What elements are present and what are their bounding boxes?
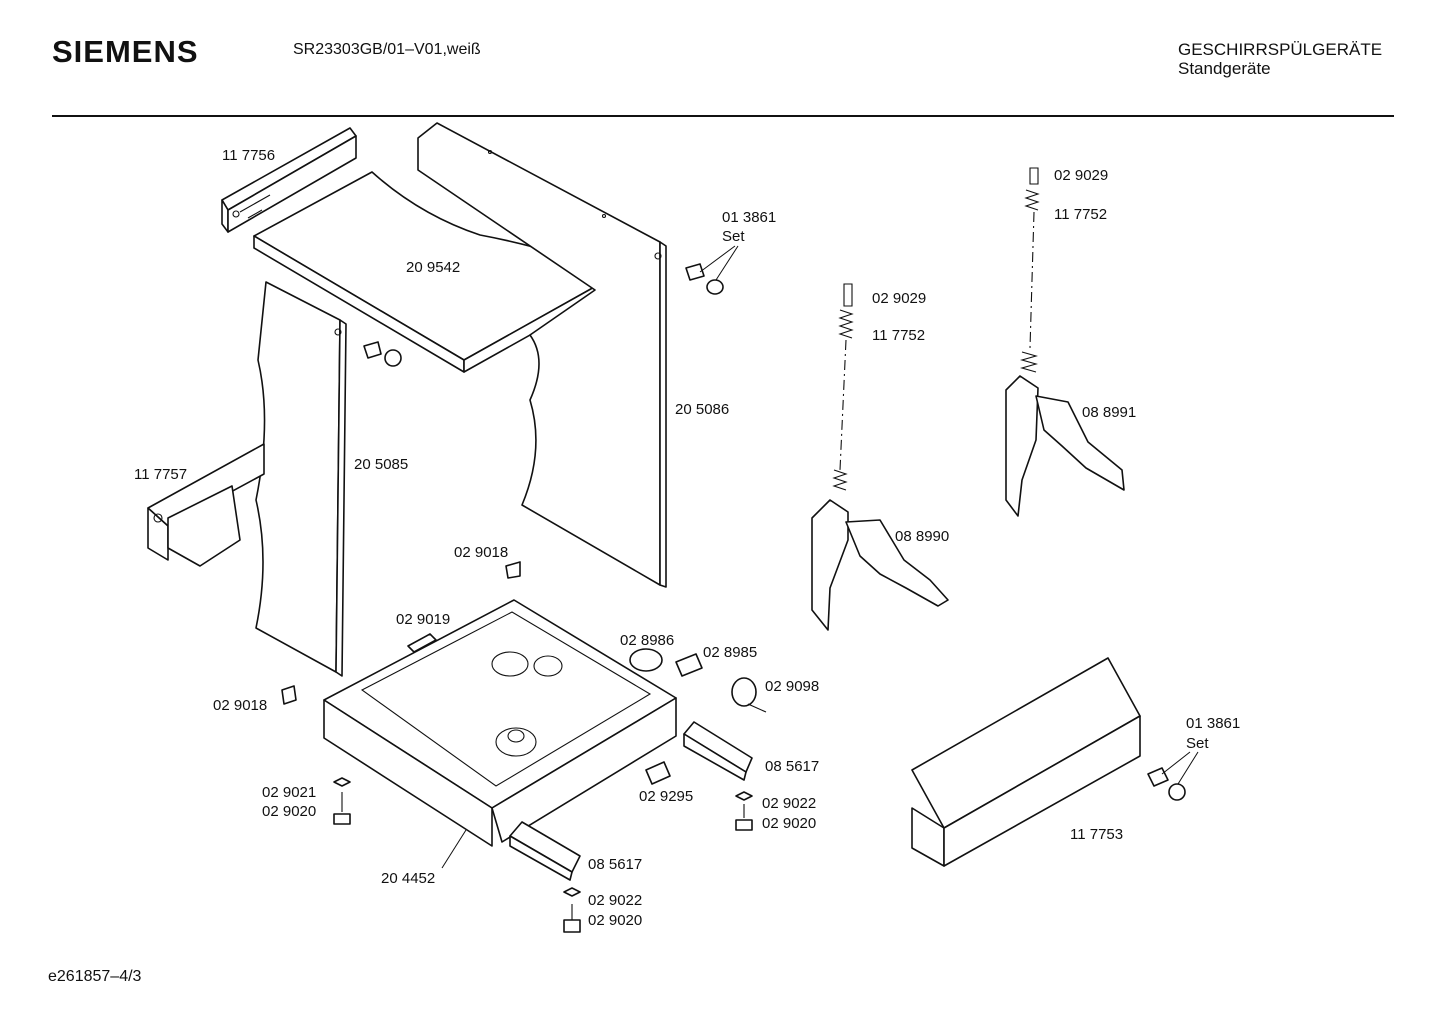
part-117757-rail	[147, 443, 265, 567]
part-028985-switch	[675, 653, 703, 677]
part-088991-hinge	[1005, 167, 1125, 517]
label-028986: 02 8986	[620, 632, 674, 649]
part-029098-sensor	[731, 677, 767, 713]
label-029295: 02 9295	[639, 788, 693, 805]
label-029022-right: 02 9022	[762, 795, 816, 812]
label-205085: 20 5085	[354, 456, 408, 473]
part-204452-base-tray	[323, 599, 677, 847]
label-085617-lower: 08 5617	[588, 856, 642, 873]
part-029295-connector	[645, 761, 671, 785]
part-029022-029020-foot-bottom	[563, 887, 581, 933]
category-title: GESCHIRRSPÜLGERÄTE	[1178, 40, 1383, 59]
label-117756: 11 7756	[222, 147, 275, 164]
label-028985: 02 8985	[703, 644, 757, 661]
label-set-upper: Set	[722, 228, 745, 245]
label-085617-upper: 08 5617	[765, 758, 819, 775]
label-209542: 20 9542	[406, 259, 460, 276]
document-id: e261857–4/3	[48, 968, 142, 985]
label-029019: 02 9019	[396, 611, 450, 628]
part-013861-set-upper	[685, 245, 739, 295]
part-205086-side-panel	[417, 122, 667, 588]
part-029018-clip-left	[281, 685, 297, 705]
part-029021-029020-foot-left	[333, 777, 351, 825]
label-117757: 11 7757	[134, 466, 187, 483]
part-209542-top-cover	[253, 171, 615, 373]
label-029029-left: 02 9029	[872, 290, 926, 307]
label-117752-left: 11 7752	[872, 327, 925, 344]
part-028986-cap	[629, 648, 663, 672]
category-subtitle: Standgeräte	[1178, 59, 1271, 78]
part-029019-clamp	[407, 633, 437, 653]
header-divider	[52, 115, 1394, 117]
label-088991: 08 8991	[1082, 404, 1136, 421]
part-013861-set-lower	[1147, 751, 1199, 801]
label-117753: 11 7753	[1070, 826, 1123, 843]
label-013861-upper: 01 3861	[722, 209, 776, 226]
label-013861-lower: 01 3861	[1186, 715, 1240, 732]
label-205086: 20 5086	[675, 401, 729, 418]
leader-204452	[441, 829, 467, 869]
label-029018-left: 02 9018	[213, 697, 267, 714]
part-088990-hinge	[811, 283, 949, 631]
label-029021: 02 9021	[262, 784, 316, 801]
part-screw-cap-center	[363, 341, 402, 367]
part-029018-clip-upper	[505, 561, 521, 579]
part-205085-side-panel	[255, 281, 347, 677]
model-number: SR23303GB/01–V01,weiß	[293, 41, 481, 58]
part-117753-kick-panel	[911, 657, 1141, 867]
label-204452: 20 4452	[381, 870, 435, 887]
label-029020-bottom: 02 9020	[588, 912, 642, 929]
label-029020-left: 02 9020	[262, 803, 316, 820]
label-029018-upper: 02 9018	[454, 544, 508, 561]
part-029022-029020-foot-right	[735, 791, 753, 831]
brand-logo: SIEMENS	[52, 34, 199, 69]
label-088990: 08 8990	[895, 528, 949, 545]
label-117752-right: 11 7752	[1054, 206, 1107, 223]
part-085617-bracket-lower	[509, 821, 581, 881]
label-029020-right: 02 9020	[762, 815, 816, 832]
part-085617-bracket-upper	[683, 721, 753, 781]
label-029022-bottom: 02 9022	[588, 892, 642, 909]
part-117756-rail	[221, 127, 357, 233]
label-029029-right: 02 9029	[1054, 167, 1108, 184]
label-029098: 02 9098	[765, 678, 819, 695]
label-set-lower: Set	[1186, 735, 1209, 752]
